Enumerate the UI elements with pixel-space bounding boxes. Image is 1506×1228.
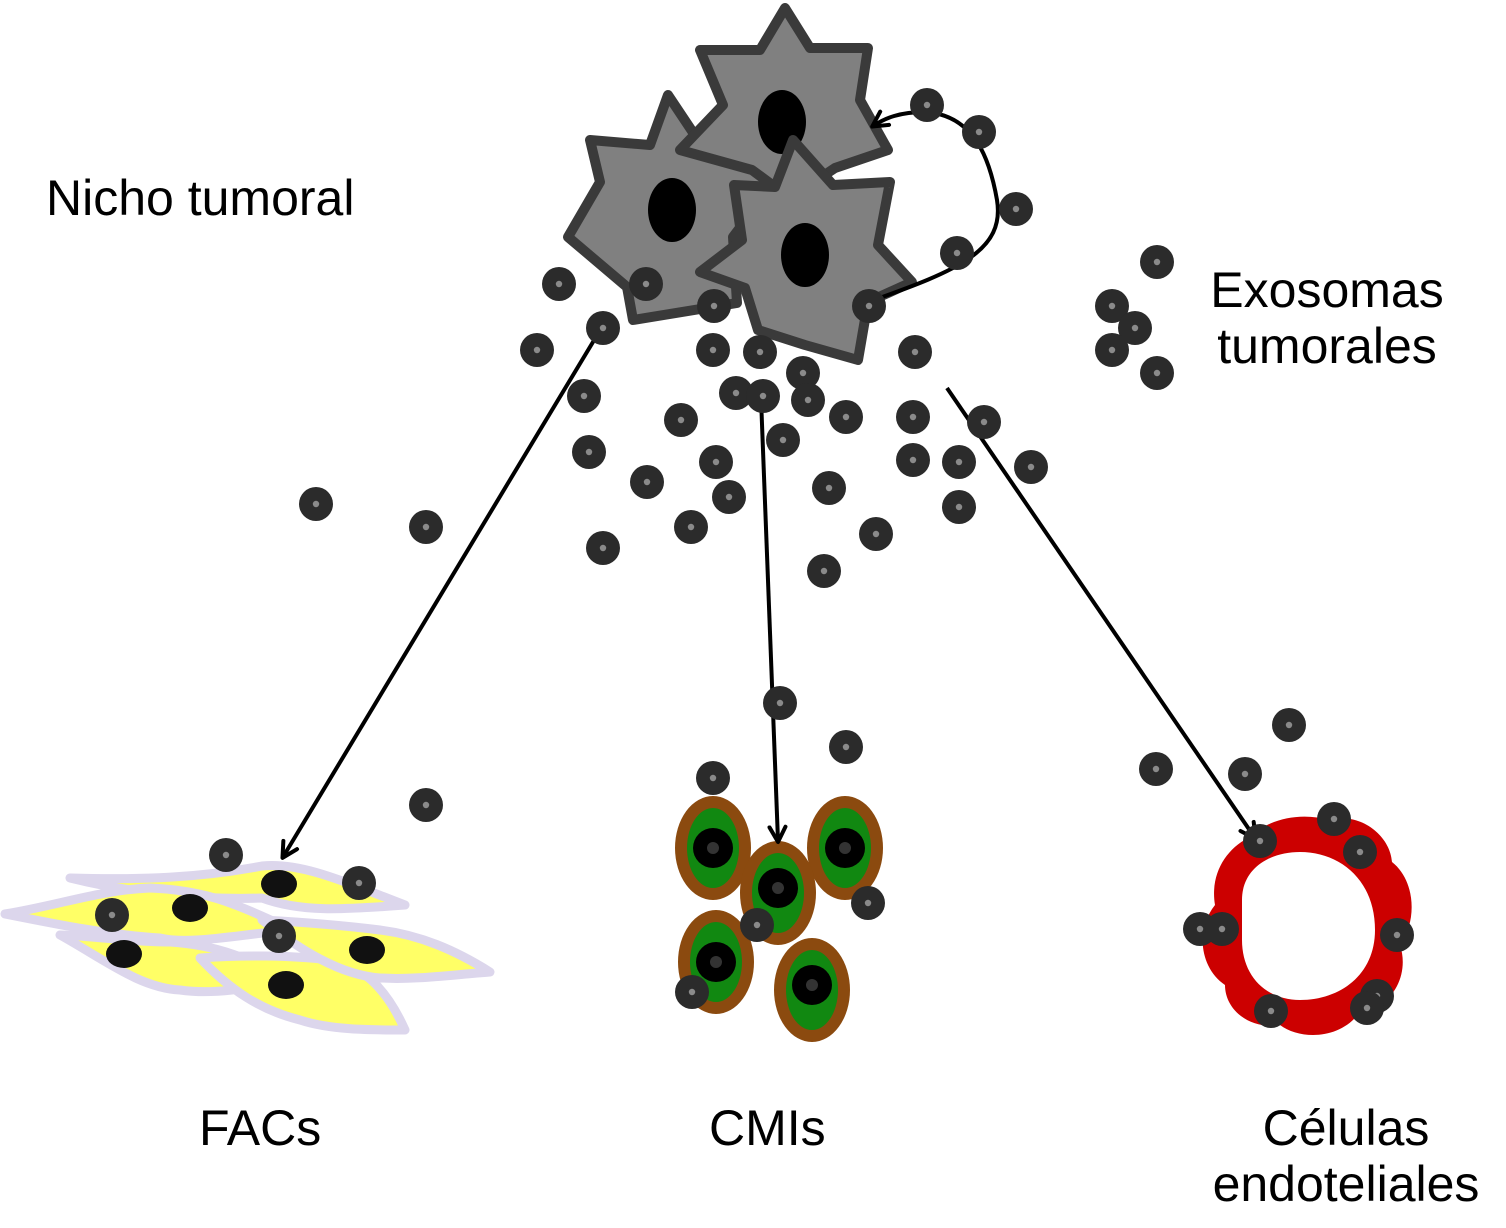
exosome-icon (807, 554, 841, 588)
label-facs: FACs (199, 1100, 322, 1156)
arrows (280, 109, 1258, 860)
exosome-icon (342, 866, 376, 900)
myeloid-group (675, 796, 883, 1042)
exosome-icon (829, 730, 863, 764)
exosome-icon (791, 383, 825, 417)
exosome-icon (942, 490, 976, 524)
exosome-icon (1014, 450, 1048, 484)
exosome-icon (967, 405, 1001, 439)
myeloid-cell-icon (774, 938, 850, 1042)
exosome-icon (520, 333, 554, 367)
endothelial-vessel-icon (1202, 816, 1412, 1035)
exosome-icon (1380, 918, 1414, 952)
arrow-icon (945, 386, 1258, 841)
exosome-icon (746, 379, 780, 413)
exosome-icon (1205, 912, 1239, 946)
myeloid-cell-icon (678, 910, 754, 1014)
exosome-icon (940, 236, 974, 270)
exosome-icon (675, 975, 709, 1009)
exosome-icon (1243, 824, 1277, 858)
exosome-icon (95, 898, 129, 932)
exosome-icon (409, 788, 443, 822)
exosome-icon (852, 289, 886, 323)
exosome-icon (896, 443, 930, 477)
exosome-icon (629, 267, 663, 301)
exosome-icon (999, 192, 1033, 226)
fibroblast-group (0, 860, 495, 1035)
exosome-icon (1095, 333, 1129, 367)
exosome-icon (851, 886, 885, 920)
exosome-icon (696, 333, 730, 367)
label-exosomas-line2: tumorales (1217, 318, 1437, 374)
exosome-icon (812, 471, 846, 505)
exosome-icon (962, 115, 996, 149)
exosome-icon (743, 335, 777, 369)
exosome-icon (766, 423, 800, 457)
exosome-icon (572, 435, 606, 469)
exosome-icon (699, 445, 733, 479)
label-celulas-line1: Células (1262, 1100, 1430, 1156)
exosome-icon (542, 267, 576, 301)
exosome-icon (859, 517, 893, 551)
exosome-icon (942, 445, 976, 479)
exosome-icon (674, 510, 708, 544)
exosome-icon (567, 379, 601, 413)
exosome-icon (1317, 802, 1351, 836)
exosome-icon (712, 480, 746, 514)
exosome-icon (697, 289, 731, 323)
arrow-icon (759, 397, 788, 844)
exosome-icon (1140, 356, 1174, 390)
exosome-icon (696, 761, 730, 795)
label-exosomas-tumorales: Exosomas tumorales (1182, 262, 1472, 374)
myeloid-cell-icon (807, 796, 883, 900)
exosome-icon (1350, 991, 1384, 1025)
label-exosomas-line1: Exosomas (1210, 262, 1444, 318)
exosome-icon (829, 400, 863, 434)
myeloid-cell-icon (675, 796, 751, 900)
exosome-icon (299, 487, 333, 521)
exosome-icon (1228, 757, 1262, 791)
label-celulas-line2: endoteliales (1212, 1156, 1480, 1212)
exosome-icon (409, 510, 443, 544)
label-nicho-tumoral: Nicho tumoral (46, 170, 355, 226)
arrow-icon (280, 325, 604, 860)
exosome-icon (1272, 708, 1306, 742)
exosome-icon (1343, 835, 1377, 869)
exosome-icon (898, 335, 932, 369)
exosome-icon (586, 531, 620, 565)
exosome-icon (896, 400, 930, 434)
exosome-icon (209, 838, 243, 872)
exosome-icon (630, 465, 664, 499)
exosome-icon (1139, 752, 1173, 786)
exosome-icon (262, 919, 296, 953)
exosome-icon (1254, 994, 1288, 1028)
exosome-icon (740, 908, 774, 942)
exosome-icon (1140, 245, 1174, 279)
exosome-icon (586, 311, 620, 345)
label-celulas-endoteliales: Células endoteliales (1190, 1100, 1502, 1212)
label-cmis: CMIs (709, 1100, 826, 1156)
exosome-icon (910, 88, 944, 122)
exosome-icon (763, 686, 797, 720)
fibroblast-icon (257, 915, 495, 983)
exosome-icon (664, 403, 698, 437)
